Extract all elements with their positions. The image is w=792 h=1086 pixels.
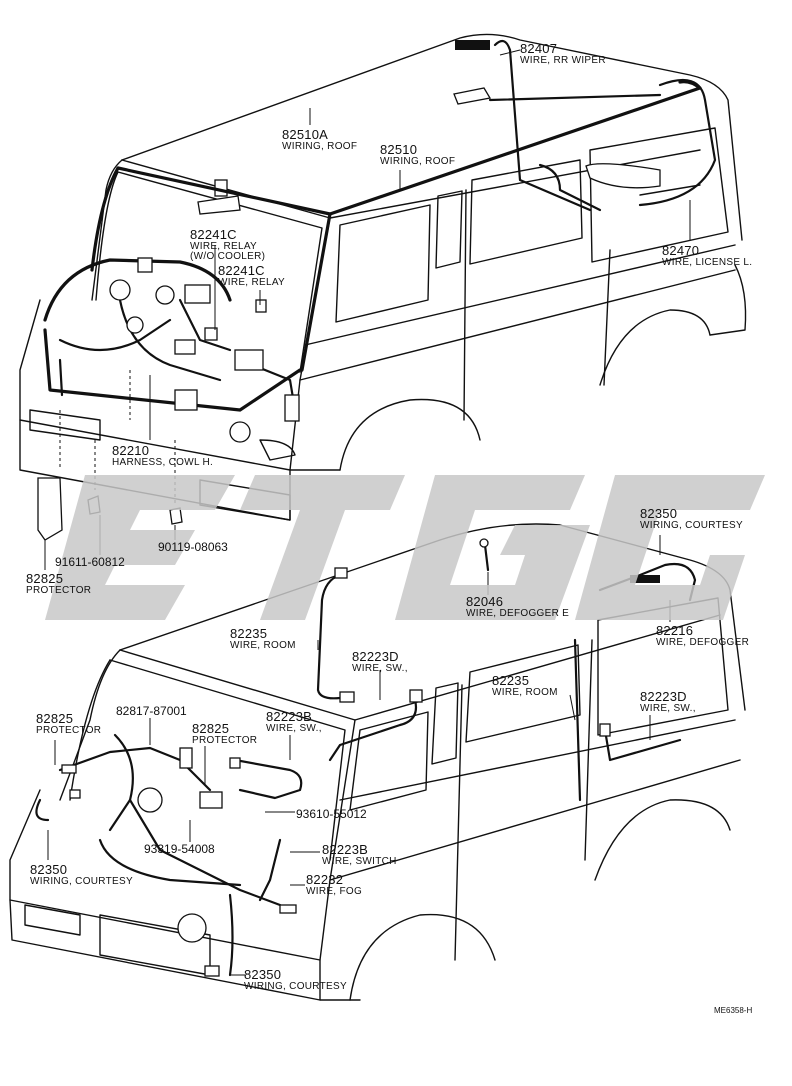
label-82235-room-b: 82235 WIRE, ROOM — [492, 674, 558, 698]
part-name: WIRE, DEFOGGER — [656, 637, 750, 648]
label-82223b-a: 82223B WIRE, SW., — [266, 710, 322, 734]
label-82825-protector-a: 82825 PROTECTOR — [36, 712, 101, 736]
part-note: (W/O COOLER) — [190, 251, 266, 262]
label-82350-courtesy-left: 82350 WIRING, COURTESY — [30, 863, 133, 887]
label-82825-protector: 82825 PROTECTOR — [26, 572, 91, 596]
part-number: 82235 — [230, 626, 268, 641]
part-name: WIRE, FOG — [306, 886, 363, 897]
part-number: 82241C — [190, 227, 237, 242]
part-name: WIRE, ROOM — [230, 640, 296, 651]
label-82350-courtesy-top: 82350 WIRING, COURTESY — [640, 507, 743, 531]
part-number: 82510 — [380, 142, 418, 157]
lower-wiring — [35, 538, 697, 977]
part-name: WIRING, COURTESY — [30, 876, 133, 887]
part-name: PROTECTOR — [36, 725, 102, 736]
part-number: 82223D — [640, 689, 687, 704]
part-name: WIRE, DEFOGGER E — [466, 608, 570, 619]
part-number: 82223D — [352, 649, 399, 664]
part-name: WIRING, COURTESY — [640, 520, 743, 531]
part-name: WIRE, ROOM — [492, 687, 558, 698]
label-90119: 90119-08063 — [158, 540, 228, 554]
label-93319: 93319-54008 — [144, 842, 215, 856]
part-name: WIRE, SW., — [266, 723, 322, 734]
part-number: 82407 — [520, 41, 558, 56]
part-number: 82046 — [466, 594, 504, 609]
part-name: HARNESS, COWL H. — [112, 457, 214, 468]
part-name: WIRE, RELAY — [190, 241, 258, 252]
label-82510: 82510 WIRING, ROOF — [380, 143, 455, 167]
label-82241c-wo-cooler: 82241C WIRE, RELAY (W/O COOLER) — [190, 228, 265, 262]
label-82223d-b: 82223D WIRE, SW., — [640, 690, 696, 714]
part-name: PROTECTOR — [192, 735, 258, 746]
figure-code: ME6358-H — [714, 1006, 753, 1015]
part-name: WIRE, SW., — [352, 663, 408, 674]
part-name: WIRE, SW., — [640, 703, 696, 714]
part-number: 82825 — [36, 711, 74, 726]
label-82470: 82470 WIRE, LICENSE L. — [662, 244, 752, 268]
part-name: WIRING, ROOF — [282, 141, 358, 152]
lower-leader-lines — [47, 535, 671, 976]
label-91611: 91611-60812 — [55, 555, 125, 569]
part-number: 82216 — [656, 623, 694, 638]
part-name: WIRING, COURTESY — [244, 981, 347, 992]
part-name: WIRE, LICENSE L. — [662, 257, 753, 268]
part-number: 82241C — [218, 263, 265, 278]
part-number: 82825 — [192, 721, 230, 736]
part-name: WIRE, RELAY — [218, 277, 286, 288]
part-number: 82510A — [282, 127, 329, 142]
label-82216: 82216 WIRE, DEFOGGER — [656, 624, 749, 648]
label-82407: 82407 WIRE, RR WIPER — [520, 42, 606, 66]
part-number: 82350 — [244, 967, 282, 982]
label-82235-room-a: 82235 WIRE, ROOM — [230, 627, 296, 651]
part-name: WIRING, ROOF — [380, 156, 456, 167]
label-82232: 82232 WIRE, FOG — [306, 873, 362, 897]
label-82241c: 82241C WIRE, RELAY — [218, 264, 285, 288]
part-name: PROTECTOR — [26, 585, 92, 596]
label-82350-courtesy-bottom: 82350 WIRING, COURTESY — [244, 968, 347, 992]
part-number: 82350 — [30, 862, 68, 877]
label-82046: 82046 WIRE, DEFOGGER E — [466, 595, 569, 619]
part-number: 82350 — [640, 506, 678, 521]
part-number: 82223B — [266, 709, 313, 724]
part-number: 82232 — [306, 872, 344, 887]
label-82210: 82210 HARNESS, COWL H. — [112, 444, 213, 468]
label-82223d-a: 82223D WIRE, SW., — [352, 650, 408, 674]
label-93610: 93610-55012 — [296, 807, 367, 821]
part-name: WIRE, SWITCH — [322, 856, 397, 867]
part-number: 82210 — [112, 443, 150, 458]
part-name: WIRE, RR WIPER — [520, 55, 606, 66]
part-number: 82825 — [26, 571, 64, 586]
part-number: 82235 — [492, 673, 530, 688]
label-82223b-switch: 82223B WIRE, SWITCH — [322, 843, 397, 867]
label-82817: 82817-87001 — [116, 704, 187, 718]
part-number: 82470 — [662, 243, 700, 258]
part-number: 82223B — [322, 842, 369, 857]
label-82510a: 82510A WIRING, ROOF — [282, 128, 357, 152]
label-82825-protector-b: 82825 PROTECTOR — [192, 722, 257, 746]
lower-van-body — [9, 523, 746, 1001]
